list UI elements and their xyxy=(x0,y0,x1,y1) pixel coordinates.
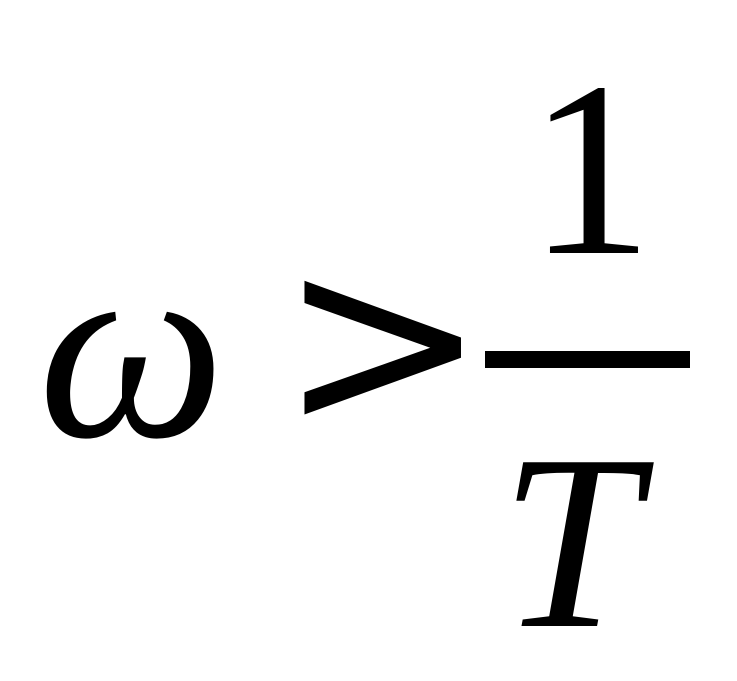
fraction-bar xyxy=(485,351,690,368)
fraction-numerator: 1 xyxy=(528,31,653,308)
fraction-denominator: T xyxy=(500,404,640,681)
greater-than-sign: > xyxy=(278,194,488,485)
omega-symbol: ω xyxy=(38,201,226,494)
